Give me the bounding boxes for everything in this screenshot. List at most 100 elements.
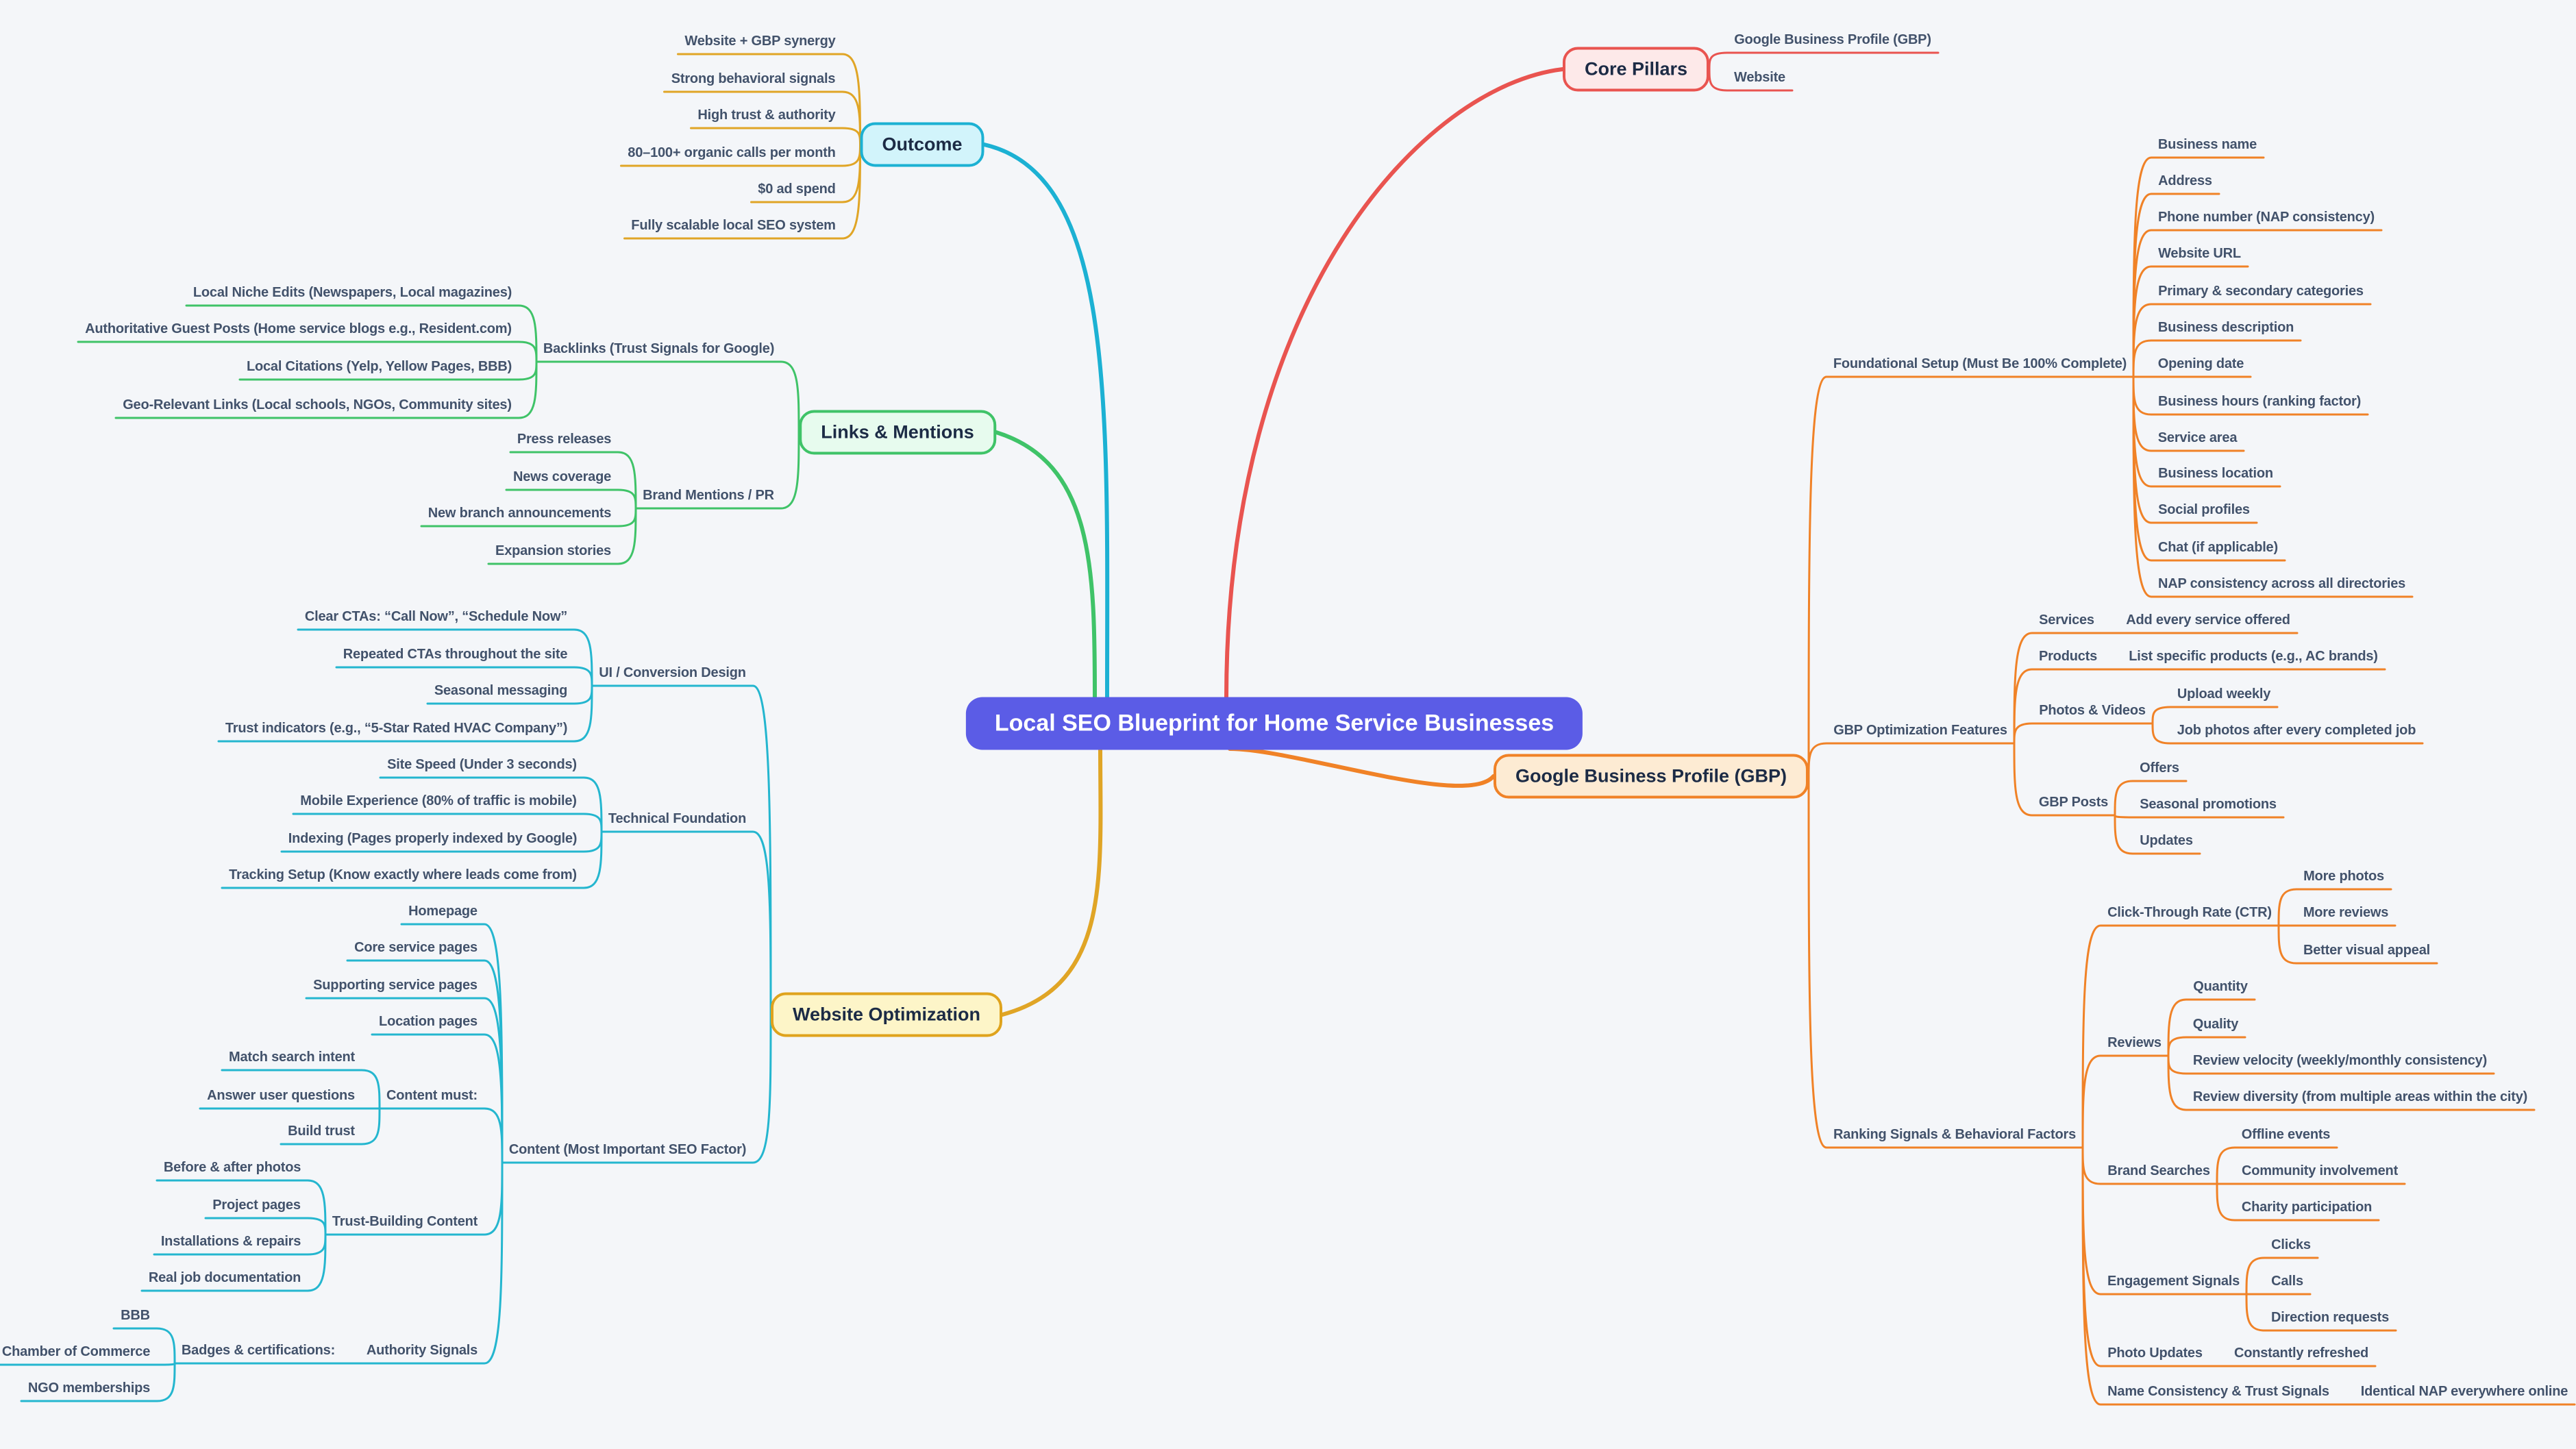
topic-local-citations-yelp-yellow[interactable]: Local Citations (Yelp, Yellow Pages, BBB… [246, 359, 512, 374]
topic-photo-updates[interactable]: Photo Updates [2107, 1346, 2203, 1361]
topic-news-coverage[interactable]: News coverage [512, 469, 612, 484]
topic-fully-scalable-local-seo[interactable]: Fully scalable local SEO system [631, 218, 836, 233]
topic-badges-certifications[interactable]: Badges & certifications: [181, 1343, 336, 1358]
topic-match-search-intent[interactable]: Match search intent [228, 1050, 356, 1065]
topic-geo-relevant-links-local[interactable]: Geo-Relevant Links (Local schools, NGOs,… [123, 397, 512, 412]
central-topic[interactable]: Local SEO Blueprint for Home Service Bus… [965, 697, 1583, 750]
topic-before-after-photos[interactable]: Before & after photos [163, 1160, 301, 1175]
topic-business-description[interactable]: Business description [2157, 320, 2294, 335]
topic-ui-conversion-design[interactable]: UI / Conversion Design [599, 665, 746, 680]
topic-content-must[interactable]: Content must: [386, 1088, 478, 1103]
topic-technical-foundation[interactable]: Technical Foundation [608, 811, 747, 826]
topic-authoritative-guest-posts-home[interactable]: Authoritative Guest Posts (Home service … [85, 321, 512, 336]
topic-service-area[interactable]: Service area [2157, 430, 2238, 445]
topic-updates[interactable]: Updates [2140, 833, 2193, 848]
topic-review-velocity-weekly-monthly[interactable]: Review velocity (weekly/monthly consiste… [2192, 1053, 2488, 1068]
topic-build-trust[interactable]: Build trust [288, 1124, 355, 1139]
topic-chat-if-applicable[interactable]: Chat (if applicable) [2158, 540, 2278, 555]
topic-website-url[interactable]: Website URL [2158, 246, 2241, 261]
topic-repeated-ctas-throughout-the[interactable]: Repeated CTAs throughout the site [343, 647, 568, 662]
topic-foundational-setup-must-be[interactable]: Foundational Setup (Must Be 100% Complet… [1833, 356, 2127, 371]
topic-location-pages[interactable]: Location pages [379, 1014, 478, 1029]
topic-project-pages[interactable]: Project pages [212, 1198, 301, 1213]
topic-ranking-signals-behavioral-factors[interactable]: Ranking Signals & Behavioral Factors [1833, 1127, 2077, 1142]
topic-more-photos[interactable]: More photos [2303, 869, 2384, 884]
topic-trust-indicators-e-g[interactable]: Trust indicators (e.g., “5-Star Rated HV… [225, 721, 568, 736]
topic-quantity[interactable]: Quantity [2193, 979, 2248, 994]
topic-real-job-documentation[interactable]: Real job documentation [148, 1270, 301, 1285]
topic-primary-secondary-categories[interactable]: Primary & secondary categories [2158, 284, 2364, 299]
topic-bbb[interactable]: BBB [121, 1308, 150, 1323]
topic-website[interactable]: Website [1734, 70, 1785, 85]
branch-google-business-profile-gbp[interactable]: Google Business Profile (GBP) [1493, 754, 1809, 799]
topic-site-speed-under-3[interactable]: Site Speed (Under 3 seconds) [387, 757, 577, 772]
branch-outcome[interactable]: Outcome [860, 122, 984, 167]
topic-job-photos-after-every[interactable]: Job photos after every completed job [2177, 723, 2416, 738]
branch-core-pillars[interactable]: Core Pillars [1562, 47, 1710, 92]
topic-80-100-organic-calls[interactable]: 80–100+ organic calls per month [628, 145, 836, 160]
topic-services[interactable]: Services [2039, 612, 2094, 628]
topic-indexing-pages-properly-indexed[interactable]: Indexing (Pages properly indexed by Goog… [288, 831, 578, 846]
topic-community-involvement[interactable]: Community involvement [2241, 1163, 2399, 1178]
topic-more-reviews[interactable]: More reviews [2303, 905, 2389, 920]
topic-homepage[interactable]: Homepage [408, 904, 478, 919]
topic-constantly-refreshed[interactable]: Constantly refreshed [2233, 1346, 2369, 1361]
topic-upload-weekly[interactable]: Upload weekly [2177, 686, 2271, 702]
topic-ngo-memberships[interactable]: NGO memberships [27, 1380, 151, 1396]
topic-brand-mentions-pr[interactable]: Brand Mentions / PR [643, 488, 774, 503]
topic-products[interactable]: Products [2038, 649, 2098, 664]
topic-clicks[interactable]: Clicks [2271, 1237, 2311, 1252]
topic-review-diversity-from-multiple[interactable]: Review diversity (from multiple areas wi… [2192, 1089, 2528, 1104]
topic-photos-videos[interactable]: Photos & Videos [2039, 703, 2146, 718]
topic-better-visual-appeal[interactable]: Better visual appeal [2303, 943, 2430, 958]
topic-clear-ctas-call-now[interactable]: Clear CTAs: “Call Now”, “Schedule Now” [304, 609, 568, 624]
topic-local-niche-edits-newspapers[interactable]: Local Niche Edits (Newspapers, Local mag… [193, 285, 512, 300]
topic-nap-consistency-across-all[interactable]: NAP consistency across all directories [2157, 576, 2406, 591]
topic-name-consistency-trust-signals[interactable]: Name Consistency & Trust Signals [2107, 1384, 2329, 1399]
topic-social-profiles[interactable]: Social profiles [2158, 502, 2250, 517]
topic-installations-repairs[interactable]: Installations & repairs [160, 1234, 301, 1249]
topic-answer-user-questions[interactable]: Answer user questions [207, 1088, 355, 1103]
topic-click-through-rate-ctr[interactable]: Click-Through Rate (CTR) [2107, 905, 2272, 920]
topic-new-branch-announcements[interactable]: New branch announcements [428, 506, 612, 521]
topic-content-most-important-seo[interactable]: Content (Most Important SEO Factor) [508, 1142, 747, 1157]
topic-press-releases[interactable]: Press releases [517, 432, 612, 447]
topic-high-trust-authority[interactable]: High trust & authority [697, 108, 836, 123]
topic-gbp-posts[interactable]: GBP Posts [2038, 795, 2109, 810]
topic-business-hours-ranking-factor[interactable]: Business hours (ranking factor) [2157, 394, 2362, 409]
topic-mobile-experience-80-of[interactable]: Mobile Experience (80% of traffic is mob… [300, 793, 577, 808]
branch-website-optimization[interactable]: Website Optimization [770, 992, 1003, 1037]
topic-address[interactable]: Address [2158, 173, 2212, 188]
topic-opening-date[interactable]: Opening date [2157, 356, 2244, 371]
topic-business-location[interactable]: Business location [2158, 466, 2273, 481]
topic-quality[interactable]: Quality [2192, 1017, 2239, 1032]
topic-trust-building-content[interactable]: Trust-Building Content [332, 1214, 478, 1229]
topic-backlinks-trust-signals-for[interactable]: Backlinks (Trust Signals for Google) [543, 341, 775, 356]
topic-business-name[interactable]: Business name [2157, 137, 2257, 152]
topic-offline-events[interactable]: Offline events [2241, 1127, 2331, 1142]
topic-engagement-signals[interactable]: Engagement Signals [2107, 1274, 2240, 1289]
topic-list-specific-products-e[interactable]: List specific products (e.g., AC brands) [2129, 649, 2378, 664]
topic-phone-number-nap-consistency[interactable]: Phone number (NAP consistency) [2158, 210, 2375, 225]
branch-links-mentions[interactable]: Links & Mentions [799, 410, 996, 455]
topic-chamber-of-commerce[interactable]: Chamber of Commerce [1, 1344, 151, 1359]
topic-direction-requests[interactable]: Direction requests [2270, 1310, 2390, 1325]
topic-add-every-service-offered[interactable]: Add every service offered [2126, 612, 2290, 628]
topic-seasonal-promotions[interactable]: Seasonal promotions [2140, 797, 2277, 812]
topic-seasonal-messaging[interactable]: Seasonal messaging [434, 683, 568, 698]
topic-reviews[interactable]: Reviews [2107, 1035, 2162, 1050]
topic-core-service-pages[interactable]: Core service pages [354, 940, 478, 955]
topic-google-business-profile-gbp[interactable]: Google Business Profile (GBP) [1734, 32, 1931, 47]
topic-identical-nap-everywhere-online[interactable]: Identical NAP everywhere online [2360, 1384, 2568, 1399]
topic-charity-participation[interactable]: Charity participation [2241, 1200, 2373, 1215]
topic-calls[interactable]: Calls [2271, 1274, 2303, 1289]
topic-expansion-stories[interactable]: Expansion stories [495, 543, 611, 558]
topic-gbp-optimization-features[interactable]: GBP Optimization Features [1833, 723, 2007, 738]
topic-authority-signals[interactable]: Authority Signals [366, 1343, 478, 1358]
topic-supporting-service-pages[interactable]: Supporting service pages [313, 978, 478, 993]
topic-brand-searches[interactable]: Brand Searches [2107, 1163, 2210, 1178]
topic-offers[interactable]: Offers [2140, 760, 2179, 776]
topic-tracking-setup-know-exactly[interactable]: Tracking Setup (Know exactly where leads… [229, 867, 577, 882]
topic-website-gbp-synergy[interactable]: Website + GBP synergy [684, 34, 836, 49]
topic-0-ad-spend[interactable]: $0 ad spend [758, 182, 836, 197]
